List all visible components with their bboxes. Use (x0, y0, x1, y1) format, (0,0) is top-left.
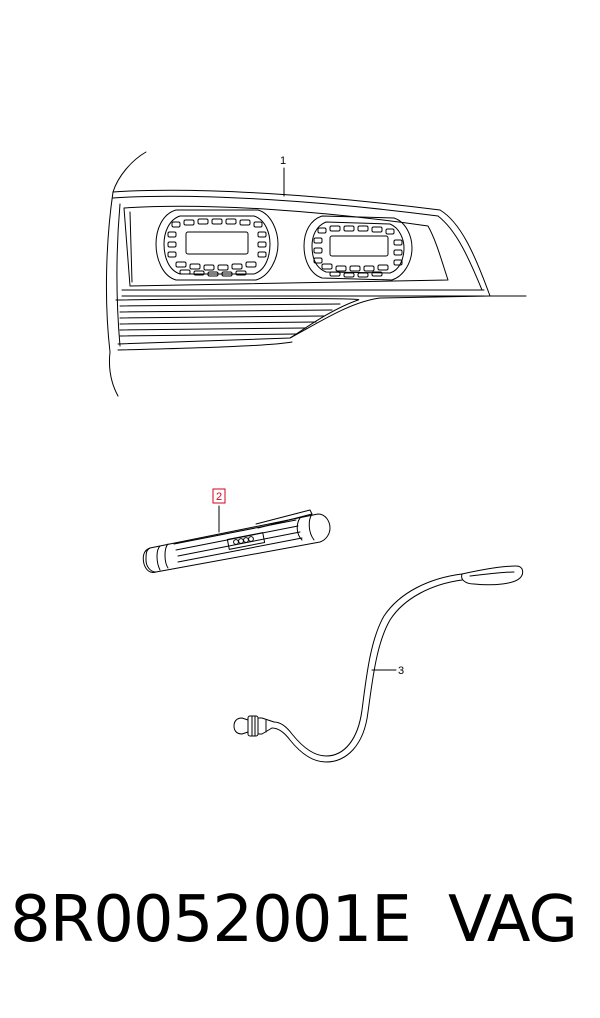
led-cluster-right (303, 215, 413, 281)
callout-1: 1 (280, 155, 286, 167)
brand-label: VAG (448, 883, 578, 957)
led-cluster-left (155, 209, 279, 281)
callout-2: 2 (216, 491, 222, 503)
callout-2-box (212, 488, 226, 504)
flexible-inspection-light (233, 565, 524, 763)
pen-flashlight (142, 505, 331, 573)
headlight-assembly (105, 151, 527, 397)
callout-3: 3 (398, 665, 404, 677)
footer: 8R0052001E VAG (0, 888, 600, 988)
part-number: 8R0052001E (10, 883, 412, 957)
